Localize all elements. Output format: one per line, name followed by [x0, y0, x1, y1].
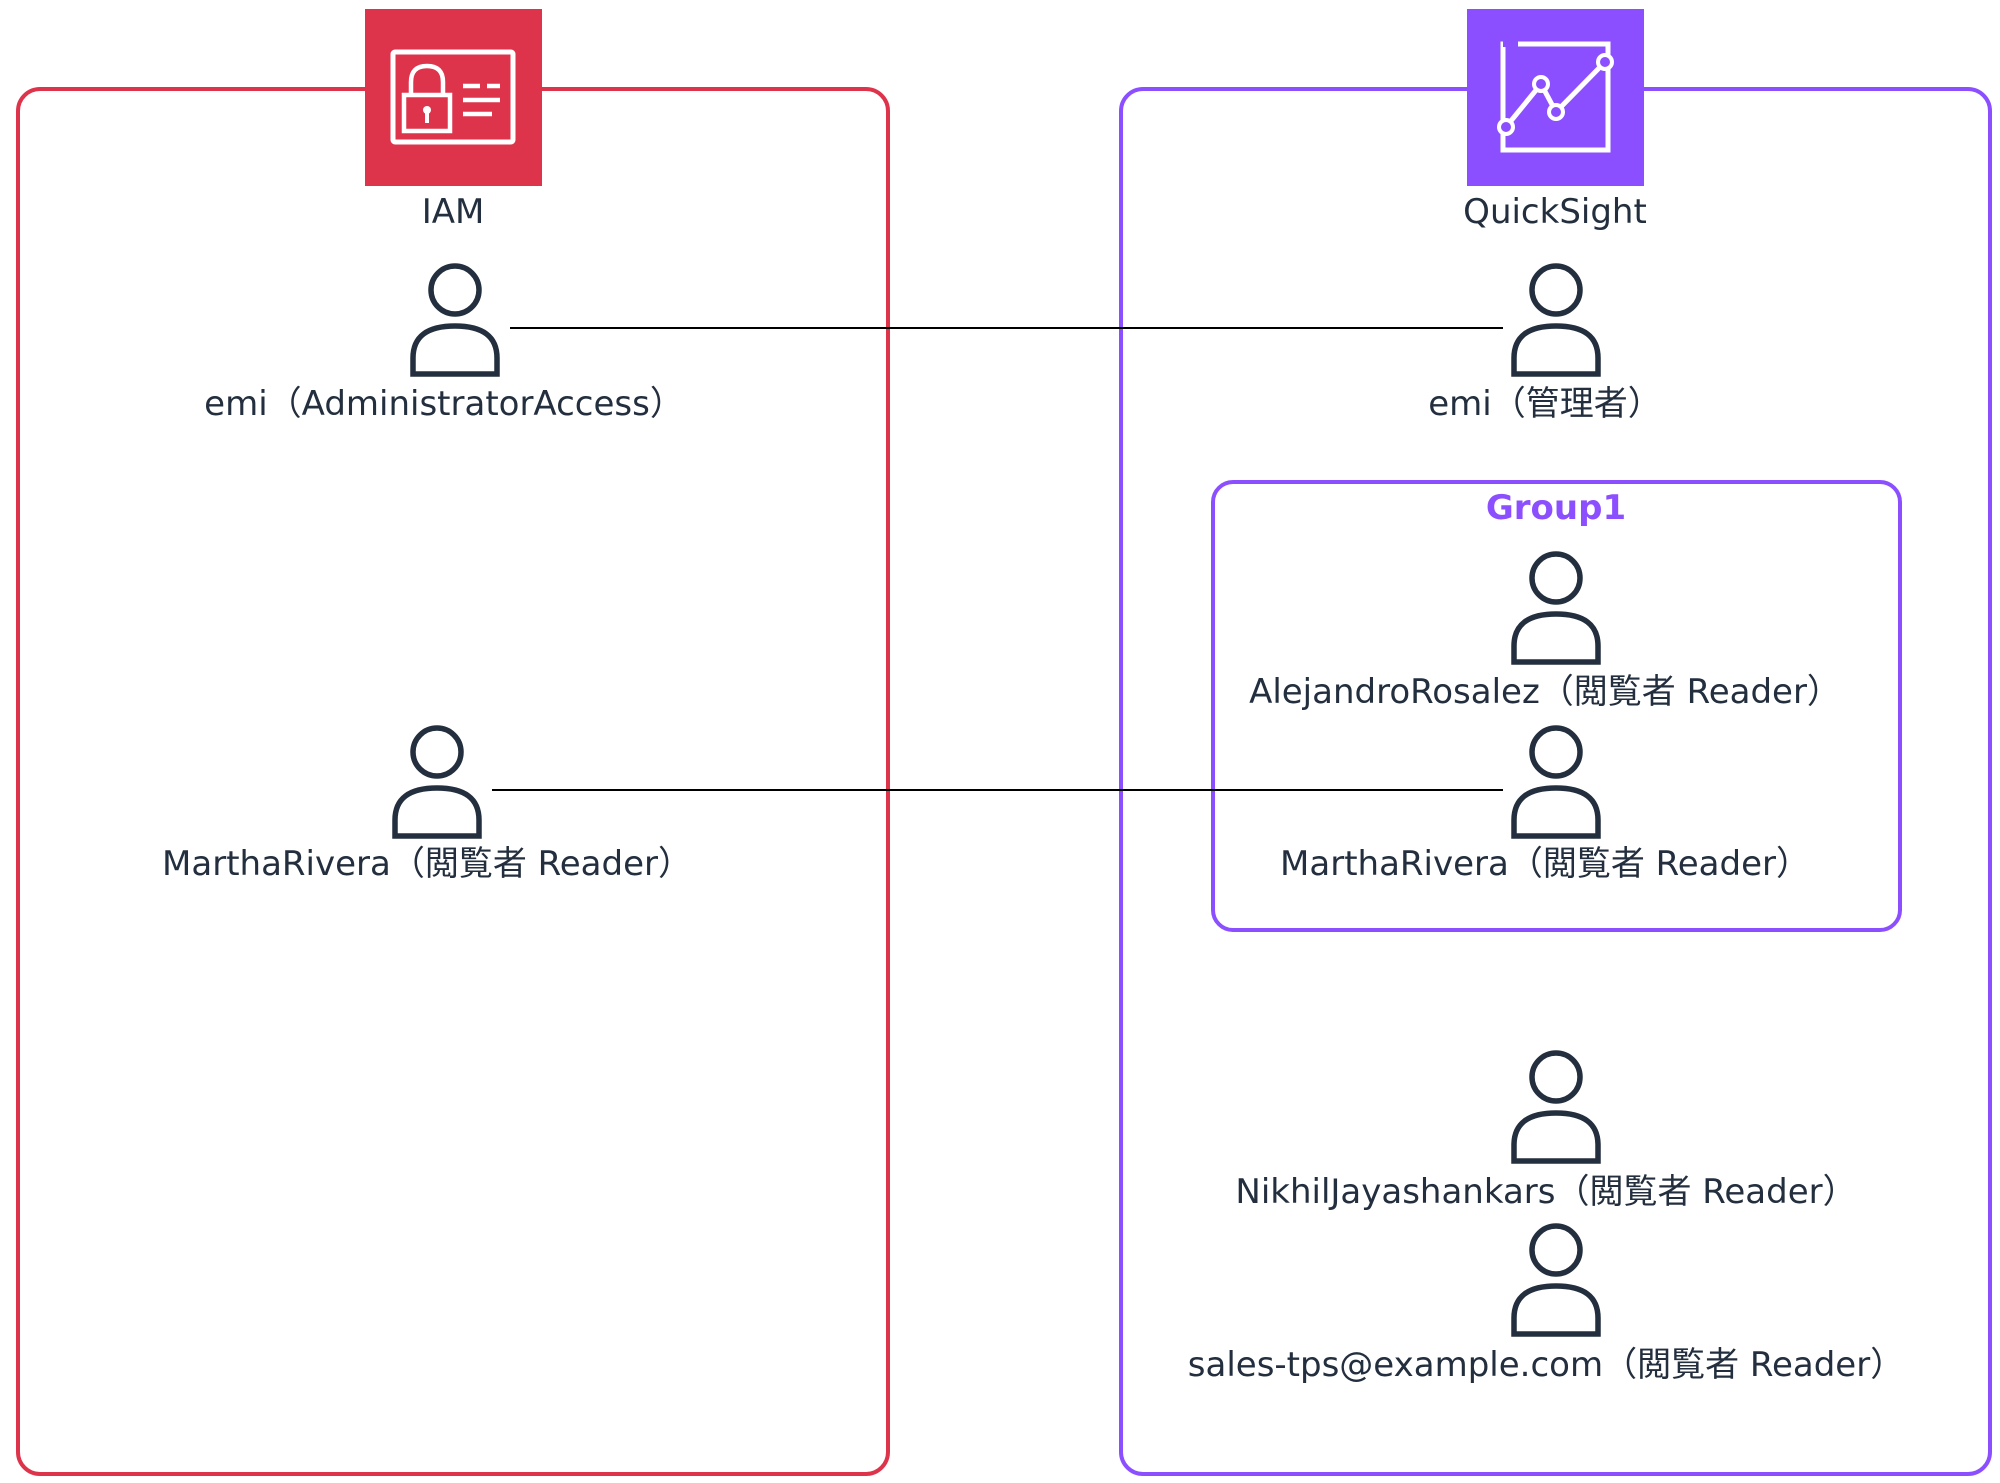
user-icon	[1514, 728, 1598, 836]
qs-user-sales-tps-label: sales-tps@example.com（閲覧者 Reader）	[1187, 1345, 1905, 1385]
iam-identity-card-icon	[365, 9, 542, 186]
user-icon	[1514, 554, 1598, 662]
user-icon	[1514, 1053, 1598, 1161]
qs-user-emi-label: emi（管理者）	[1428, 384, 1662, 424]
iam-service-label: IAM	[421, 192, 485, 232]
group1-title: Group1	[1485, 488, 1627, 528]
qs-group-user-alejandrorosalez-label: AlejandroRosalez（閲覧者 Reader）	[1249, 672, 1841, 712]
qs-user-nikhiljayashankars-label: NikhilJayashankars（閲覧者 Reader）	[1235, 1172, 1857, 1212]
iam-user-emi-label: emi（AdministratorAccess）	[204, 384, 684, 424]
user-icon	[1514, 266, 1598, 374]
user-icon	[1514, 1226, 1598, 1334]
iam-boundary	[16, 87, 890, 1476]
group1-boundary	[1211, 480, 1902, 932]
user-icon	[395, 728, 479, 836]
user-icon	[413, 266, 497, 374]
qs-group-user-martharivera-label: MarthaRivera（閲覧者 Reader）	[1280, 844, 1810, 884]
quicksight-chart-icon	[1467, 9, 1644, 186]
quicksight-service-label: QuickSight	[1463, 192, 1647, 232]
iam-user-martharivera-label: MarthaRivera（閲覧者 Reader）	[162, 844, 692, 884]
quicksight-boundary	[1119, 87, 1992, 1476]
